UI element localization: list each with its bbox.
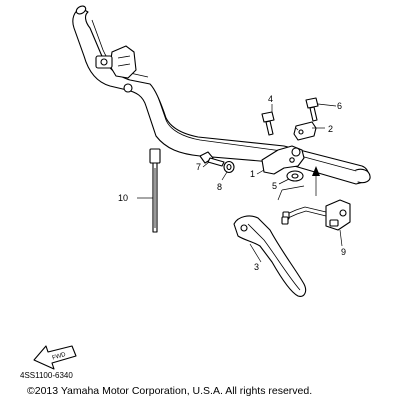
callout-8: 8 <box>217 182 222 192</box>
callout-4: 4 <box>268 94 273 104</box>
fwd-label: FWD <box>52 352 67 362</box>
callout-9: 9 <box>341 247 346 257</box>
callout-6: 6 <box>337 101 342 111</box>
bolt-6-part <box>305 97 319 122</box>
bolt-4-part <box>261 111 275 136</box>
callout-3: 3 <box>254 262 259 272</box>
fwd-arrow-icon: FWD <box>33 345 77 370</box>
callout-5: 5 <box>272 181 277 191</box>
callout-numbers: 4 6 2 1 5 7 8 10 9 3 <box>118 94 346 272</box>
leader-lines <box>137 103 343 263</box>
callout-10: 10 <box>118 193 128 203</box>
clutch-lever-holder <box>95 45 137 93</box>
copyright-notice: ©2013 Yamaha Motor Corporation, U.S.A. A… <box>27 385 313 397</box>
callout-7: 7 <box>196 162 201 172</box>
switch-location-arrow <box>277 166 320 201</box>
engine-stop-switch-part <box>281 199 351 231</box>
handlebar <box>72 5 371 185</box>
bolt-7-part <box>199 151 225 167</box>
callout-2: 2 <box>328 124 333 134</box>
lever-holder-part <box>261 145 305 175</box>
callout-1: 1 <box>250 169 255 179</box>
clutch-lever-part <box>233 215 307 297</box>
part-code: 4SS1100-6340 <box>20 371 73 380</box>
cable-band-part <box>149 148 161 233</box>
collar-8-part <box>223 160 235 174</box>
holder-clamp-part <box>293 121 317 141</box>
nut-5-part <box>286 170 304 182</box>
